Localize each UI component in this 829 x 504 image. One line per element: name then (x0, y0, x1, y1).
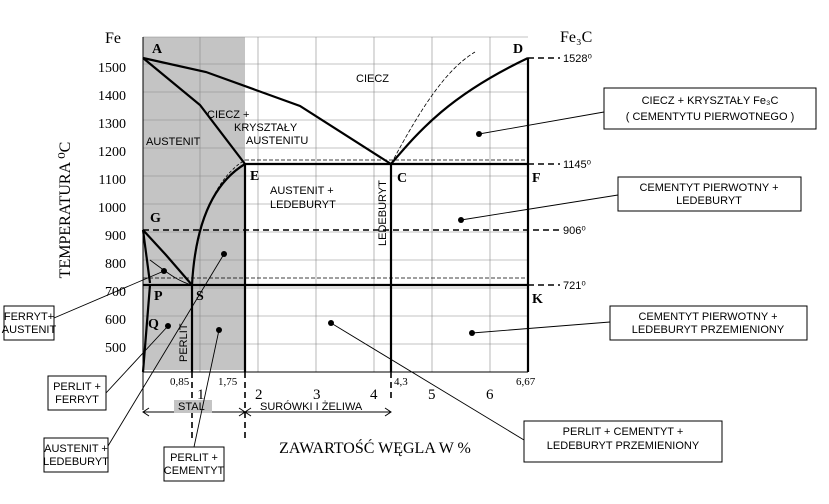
svg-text:6: 6 (486, 387, 494, 403)
svg-text:4,3: 4,3 (394, 376, 408, 388)
svg-text:4: 4 (370, 387, 378, 403)
liquidus-AC (142, 56, 392, 165)
svg-text:LEDEBURYT PRZEMIENIONY: LEDEBURYT PRZEMIENIONY (547, 440, 700, 452)
svg-text:AUSTENIT +: AUSTENIT + (44, 443, 108, 455)
svg-text:CEMENTYT PIERWOTNY +: CEMENTYT PIERWOTNY + (638, 311, 777, 323)
svg-text:FERRYT: FERRYT (55, 394, 99, 406)
svg-text:900: 900 (105, 229, 126, 244)
svg-text:1145⁰: 1145⁰ (563, 159, 592, 171)
range-labels: STAL SURÓWKI I ŻELIWA (174, 400, 363, 413)
leader-lines (53, 111, 619, 448)
svg-text:1000: 1000 (98, 201, 126, 216)
svg-text:500: 500 (105, 341, 126, 356)
steel-region-shading (143, 37, 245, 370)
svg-text:1300: 1300 (98, 117, 126, 132)
leader-dots (161, 131, 482, 336)
y-tick-labels: 1500 1400 1300 1200 1100 1000 900 800 70… (98, 61, 126, 356)
thin-curves (143, 51, 528, 286)
x-tick-labels: 1 2 3 4 5 6 (197, 387, 494, 403)
svg-text:CEMENTYT PIERWOTNY +: CEMENTYT PIERWOTNY + (639, 182, 778, 194)
fe-label: Fe (105, 30, 121, 47)
callout-text: CIECZ + KRYSZTAŁY Fe₃C ( CEMENTYTU PIERW… (2, 95, 794, 477)
temperature-dashes (143, 57, 560, 440)
svg-text:1400: 1400 (98, 89, 126, 104)
line-PQ (141, 284, 152, 373)
svg-text:CIECZ + KRYSZTAŁY Fe₃C: CIECZ + KRYSZTAŁY Fe₃C (642, 95, 779, 107)
svg-text:600: 600 (105, 313, 126, 328)
svg-text:LEDEBURYT: LEDEBURYT (43, 456, 109, 468)
svg-text:A: A (152, 42, 163, 57)
grid (143, 36, 528, 373)
svg-text:F: F (532, 171, 541, 186)
svg-text:AUSTENITU: AUSTENITU (246, 135, 308, 147)
svg-text:E: E (250, 169, 259, 184)
svg-text:CEMENTYT: CEMENTYT (164, 465, 225, 477)
line-GP (141, 229, 152, 284)
svg-text:AUSTENIT: AUSTENIT (146, 136, 201, 148)
svg-text:SURÓWKI I ŻELIWA: SURÓWKI I ŻELIWA (260, 400, 363, 413)
svg-text:C: C (397, 171, 407, 186)
point-labels: A D E C F G P S K Q (148, 42, 543, 332)
svg-text:LEDEBURYT: LEDEBURYT (377, 180, 389, 246)
svg-text:LEDEBURYT: LEDEBURYT (270, 199, 336, 211)
x-axis-title: ZAWARTOŚĆ WĘGLA W % (279, 438, 471, 457)
svg-text:1,75: 1,75 (218, 376, 238, 388)
x-tick-labels-small: 0,85 1,75 4,3 6,67 (170, 376, 536, 388)
svg-text:2: 2 (255, 387, 263, 403)
temperature-labels: 1528⁰ 1145⁰ 906⁰ 721⁰ (563, 53, 592, 292)
svg-text:AUSTENIT +: AUSTENIT + (270, 185, 334, 197)
svg-text:LEDEBURYT: LEDEBURYT (676, 195, 742, 207)
line-GS (142, 229, 193, 286)
svg-text:G: G (150, 211, 161, 226)
svg-text:1500: 1500 (98, 61, 126, 76)
svg-text:800: 800 (105, 257, 126, 272)
svg-text:1200: 1200 (98, 145, 126, 160)
svg-text:( CEMENTYTU PIERWOTNEGO ): ( CEMENTYTU PIERWOTNEGO ) (626, 111, 794, 123)
fe3c-label: Fe₃C (560, 29, 592, 46)
svg-text:PERLIT: PERLIT (178, 323, 190, 362)
svg-text:CIECZ +: CIECZ + (207, 109, 249, 121)
svg-text:S: S (196, 289, 204, 304)
svg-text:P: P (154, 289, 163, 304)
svg-text:PERLIT + CEMENTYT +: PERLIT + CEMENTYT + (563, 426, 684, 438)
svg-text:1528⁰: 1528⁰ (563, 53, 592, 65)
svg-text:0,85: 0,85 (170, 376, 190, 388)
y-axis-title: TEMPERATURA ⁰C (57, 142, 74, 279)
svg-text:5: 5 (428, 387, 436, 403)
svg-text:K: K (532, 292, 543, 307)
svg-text:3: 3 (313, 387, 321, 403)
svg-text:700: 700 (105, 285, 126, 300)
region-labels: CIECZ CIECZ + KRYSZTAŁY AUSTENITU AUSTEN… (146, 73, 389, 362)
svg-text:STAL: STAL (178, 401, 205, 413)
liquidus-CD (390, 57, 529, 165)
solidus-AE (142, 57, 246, 165)
svg-text:6,67: 6,67 (516, 376, 536, 388)
svg-text:CIECZ: CIECZ (356, 73, 389, 85)
svg-text:1100: 1100 (99, 173, 126, 188)
svg-text:D: D (513, 42, 523, 57)
callout-boxes (3, 87, 817, 482)
svg-text:Q: Q (148, 317, 159, 332)
svg-text:KRYSZTAŁY: KRYSZTAŁY (234, 122, 298, 134)
svg-text:906⁰: 906⁰ (563, 225, 586, 237)
svg-text:PERLIT +: PERLIT + (170, 452, 218, 464)
svg-text:PERLIT +: PERLIT + (53, 381, 101, 393)
svg-text:LEDEBURYT PRZEMIENIONY: LEDEBURYT PRZEMIENIONY (632, 324, 785, 336)
svg-text:AUSTENIT: AUSTENIT (2, 324, 57, 336)
svg-text:FERRYT+: FERRYT+ (4, 311, 54, 323)
svg-text:721⁰: 721⁰ (563, 280, 586, 292)
svg-text:1: 1 (197, 387, 205, 403)
